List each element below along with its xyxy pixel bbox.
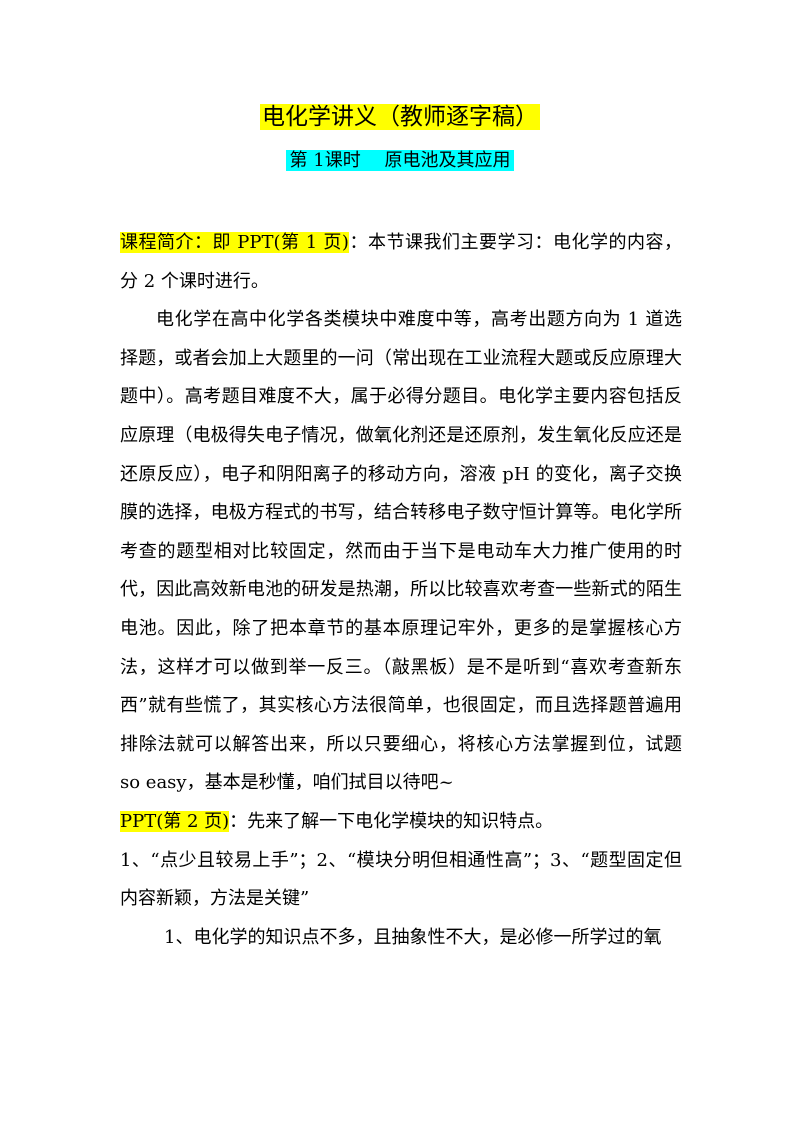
paragraph-ppt-2: PPT(第 2 页)：先来了解一下电化学模块的知识特点。 (120, 803, 682, 842)
course-intro-label: 课程简介：即 PPT(第 1 页) (120, 232, 349, 253)
ppt-2-text: ：先来了解一下电化学模块的知识特点。 (229, 810, 554, 832)
paragraph-course-intro: 课程简介：即 PPT(第 1 页)：本节课我们主要学习：电化学的内容，分 2 个… (120, 224, 682, 301)
ppt-2-label: PPT(第 2 页) (120, 810, 230, 832)
title-text: 电化学讲义（教师逐字稿） (260, 104, 540, 130)
course-intro-text: ：本节课我们主要学习：电化学的内容，分 2 个课时进行。 (120, 232, 683, 292)
document-title: 电化学讲义（教师逐字稿） (0, 100, 800, 134)
document-body: 课程简介：即 PPT(第 1 页)：本节课我们主要学习：电化学的内容，分 2 个… (120, 224, 682, 957)
paragraph-features: 1、“点少且较易上手”；2、“模块分明但相通性高”；3、“题型固定但内容新颖，方… (120, 849, 682, 910)
paragraph-feature-1: 1、电化学的知识点不多，且抽象性不大，是必修一所学过的氧 (164, 926, 662, 948)
lesson-subtitle: 第 1课时 原电池及其应用 (0, 146, 800, 176)
paragraph-overview: 电化学在高中化学各类模块中难度中等，高考出题方向为 1 道选择题，或者会加上大题… (120, 309, 682, 794)
subtitle-text: 第 1课时 原电池及其应用 (285, 150, 515, 171)
